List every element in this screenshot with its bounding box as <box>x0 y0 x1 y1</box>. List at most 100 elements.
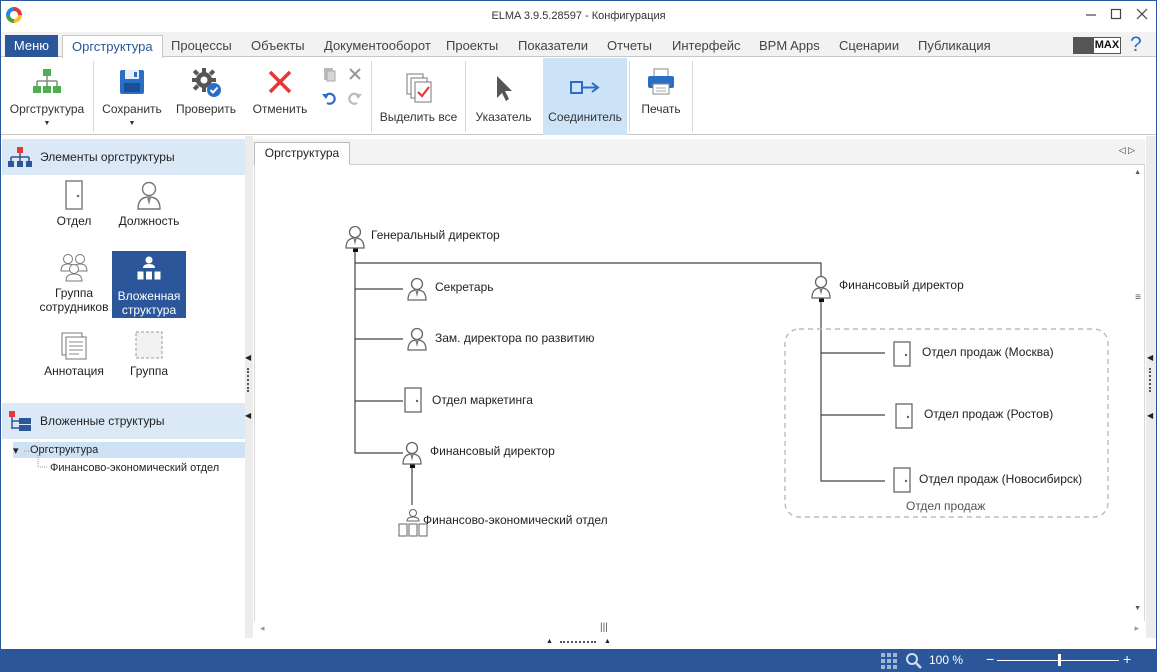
node-sales-novosibirsk[interactable]: Отдел продаж (Новосибирск) <box>919 472 1083 486</box>
scroll-up-arrow-icon[interactable]: ▲ <box>1134 169 1141 176</box>
tab-objects[interactable]: Объекты <box>251 38 305 53</box>
tab-orgstructure-diagram[interactable]: Оргструктура <box>254 142 350 165</box>
node-sales-rostov[interactable]: Отдел продаж (Ростов) <box>924 407 1054 421</box>
collapse-right-arrow-icon[interactable]: ◀ <box>1147 353 1154 362</box>
org-tree-icon <box>33 69 61 93</box>
general-director-person-icon[interactable] <box>344 225 366 249</box>
tool-position[interactable]: Должность <box>112 176 186 242</box>
grid-icon[interactable] <box>881 653 897 669</box>
tool-annotation[interactable]: Аннотация <box>37 326 111 392</box>
redo-icon[interactable] <box>347 90 363 106</box>
zoom-magnifier-icon[interactable] <box>905 652 922 669</box>
fin-director-right-person-icon[interactable] <box>810 275 832 299</box>
zoom-level: 100 % <box>929 653 964 667</box>
tab-reports[interactable]: Отчеты <box>607 38 652 53</box>
collapse-left-arrow-icon[interactable]: ◀ <box>245 411 252 420</box>
nested-panel-header[interactable]: Вложенные структуры <box>2 403 245 439</box>
connector-button[interactable]: Соединитель <box>543 58 627 135</box>
sales-moscow-door-icon[interactable] <box>892 341 912 367</box>
splitter-grip <box>1149 368 1151 392</box>
sales-novosibirsk-door-icon[interactable] <box>892 467 912 493</box>
tree-expand-icon[interactable]: ▾ <box>13 445 19 457</box>
orgstructure-button[interactable]: Оргструктура ▼ <box>4 58 90 135</box>
tool-group[interactable]: Группа <box>112 326 186 392</box>
undo-icon[interactable] <box>321 90 337 106</box>
scroll-right-arrow-icon[interactable]: ▸ <box>1134 623 1139 633</box>
paste-icon[interactable] <box>321 66 337 82</box>
tab-scroll-arrows-icon[interactable]: ◁ ▷ <box>1118 145 1135 155</box>
tool-department[interactable]: Отдел <box>37 176 111 242</box>
secretary-person-icon[interactable] <box>406 277 428 301</box>
elements-panel-header[interactable]: Элементы оргструктуры <box>2 139 245 175</box>
node-secretary[interactable]: Секретарь <box>435 280 494 294</box>
diagram-svg <box>353 247 1109 518</box>
maximize-icon <box>1110 8 1122 20</box>
close-window-button[interactable] <box>1132 7 1152 23</box>
node-fin-director-left[interactable]: Финансовый директор <box>430 444 555 458</box>
node-deputy[interactable]: Зам. директора по развитию <box>435 331 595 345</box>
tab-interface[interactable]: Интерфейс <box>672 38 741 53</box>
select-all-button[interactable]: Выделить все <box>374 58 463 135</box>
node-marketing[interactable]: Отдел маркетинга <box>432 393 533 407</box>
maximize-button[interactable] <box>1106 7 1126 23</box>
title-bar: ELMA 3.9.5.28597 - Конфигурация <box>1 1 1156 32</box>
help-icon[interactable]: ? <box>1130 33 1142 56</box>
scroll-left-arrow-icon[interactable]: ◂ <box>260 623 265 633</box>
select-all-icon <box>406 73 431 103</box>
tab-publication[interactable]: Публикация <box>918 38 991 53</box>
tree-item-fin-econ-dept[interactable]: Финансово-экономический отдел <box>50 462 220 474</box>
deputy-person-icon[interactable] <box>406 327 428 351</box>
collapse-bottom-arrow-icon[interactable]: ▲ <box>604 638 611 645</box>
tree-item-orgstructure[interactable]: Оргструктура <box>30 444 99 456</box>
vertical-scroll-grip[interactable]: ≡ <box>1135 292 1141 303</box>
node-fin-econ-dept[interactable]: Финансово-экономический отдел <box>423 513 608 527</box>
check-button[interactable]: Проверить <box>171 58 241 135</box>
delete-icon[interactable] <box>347 66 363 82</box>
right-splitter[interactable]: ◀ ◀ <box>1146 136 1156 638</box>
left-splitter[interactable]: ◀ ◀ <box>245 136 253 638</box>
tab-bpm-apps[interactable]: BPM Apps <box>759 38 820 53</box>
fin-econ-nested-icon[interactable] <box>397 508 429 538</box>
node-fin-director-right[interactable]: Финансовый директор <box>839 278 964 292</box>
sales-rostov-door-icon[interactable] <box>894 403 914 429</box>
main-menu-button[interactable]: Меню <box>5 35 58 57</box>
tab-documents[interactable]: Документооборот <box>324 38 431 53</box>
tree-selection-highlight <box>13 442 245 458</box>
tab-processes[interactable]: Процессы <box>171 38 232 53</box>
save-label: Сохранить <box>102 102 162 116</box>
pointer-button[interactable]: Указатель <box>468 58 539 135</box>
tab-scenarios[interactable]: Сценарии <box>839 38 900 53</box>
scroll-down-arrow-icon[interactable]: ▼ <box>1134 605 1141 612</box>
minimize-button[interactable] <box>1081 7 1101 23</box>
collapse-left-arrow-icon[interactable]: ◀ <box>245 353 252 362</box>
node-sales-moscow[interactable]: Отдел продаж (Москва) <box>922 345 1054 359</box>
zoom-out-button[interactable]: − <box>986 651 995 667</box>
collapse-right-arrow-icon[interactable]: ◀ <box>1147 411 1154 420</box>
marketing-door-icon[interactable] <box>403 387 423 413</box>
save-disk-icon <box>120 70 144 94</box>
collapse-bottom-arrow-icon[interactable]: ▲ <box>546 638 553 645</box>
tab-projects[interactable]: Проекты <box>446 38 499 53</box>
zoom-slider-thumb[interactable] <box>1058 654 1061 666</box>
edition-badge-text: MAX <box>1093 37 1121 54</box>
tab-orgstructure[interactable]: Оргструктура <box>62 35 163 58</box>
bottom-splitter[interactable]: ▲ ▲ <box>2 638 1156 648</box>
fin-director-left-person-icon[interactable] <box>401 441 423 465</box>
group-sales-caption[interactable]: Отдел продаж <box>906 499 986 513</box>
tree-lines <box>24 450 48 468</box>
people-group-icon <box>60 254 88 282</box>
node-general-director[interactable]: Генеральный директор <box>371 228 500 242</box>
horizontal-scroll-grip[interactable]: ||| <box>600 622 608 633</box>
zoom-in-button[interactable]: + <box>1123 651 1132 667</box>
window-title: ELMA 3.9.5.28597 - Конфигурация <box>491 10 666 22</box>
horizontal-scrollbar[interactable]: ◂ ||| ▸ <box>254 621 1145 638</box>
cancel-button[interactable]: Отменить <box>244 58 316 135</box>
print-button[interactable]: Печать <box>632 58 690 135</box>
diagram-canvas[interactable]: Генеральный директор Секретарь Зам. дире… <box>254 165 1145 638</box>
save-button[interactable]: Сохранить ▼ <box>96 58 168 135</box>
nested-structures-icon <box>9 411 31 431</box>
tab-indicators[interactable]: Показатели <box>518 38 588 53</box>
